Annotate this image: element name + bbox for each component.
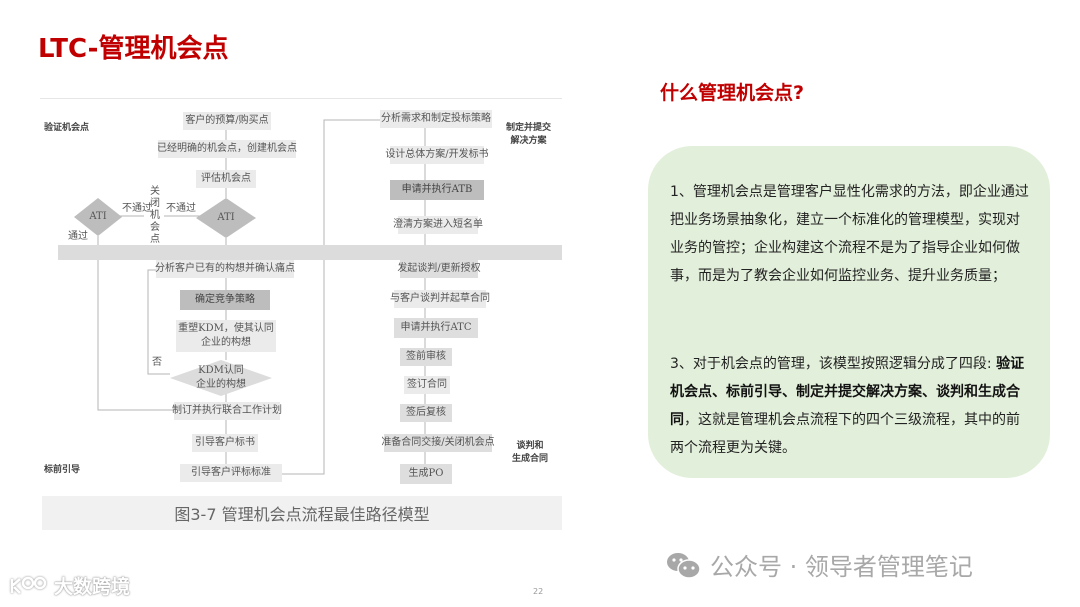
decision-ati-left-label: ATI	[89, 211, 107, 222]
flowchart-diagram: 验证机会点 标前引导 制定并提交 解决方案 谈判和 生成合同 客户的预算/购买点…	[40, 98, 562, 530]
para3-suffix: ，这就是管理机会点流程下的四个三级流程，其中的前两个流程更为关键。	[670, 412, 1020, 456]
decision-kdm-line1: KDM认同	[198, 365, 244, 376]
stage-label-solution-line2: 解决方案	[510, 136, 547, 146]
decision-kdm-line2: 企业的构想	[196, 379, 246, 390]
para3-prefix: 3、对于机会点的管理，该模型按照逻辑分成了四段:	[670, 356, 997, 372]
decision-ati-right: ATI	[196, 198, 256, 238]
step-reshape-kdm-line1: 重塑KDM，使其认同	[178, 323, 274, 334]
step-atc: 申请并执行ATC	[394, 318, 478, 338]
step-atb: 申请并执行ATB	[390, 180, 484, 200]
step-analyze-customer: 分析客户已有的构想并确认痛点	[155, 260, 295, 278]
label-pass: 通过	[68, 231, 88, 242]
decision-ati-left: ATI	[74, 198, 122, 236]
explanation-card: 1、管理机会点是管理客户显性化需求的方法，即企业通过把业务场景抽象化，建立一个标…	[648, 146, 1050, 478]
step-competitive-strategy: 确定竞争策略	[180, 290, 270, 310]
step-joint-plan: 制订并执行联合工作计划	[172, 402, 282, 420]
watermark-right: 公众号 · 领导者管理笔记	[664, 547, 973, 582]
stage-label-negotiate-line1: 谈判和	[516, 441, 544, 451]
logo-icon	[10, 576, 47, 594]
slide-title: LTC-管理机会点	[38, 34, 229, 64]
step-sign-contract: 签订合同	[404, 376, 450, 394]
stage-label-negotiate: 谈判和 生成合同	[512, 440, 548, 466]
step-pre-review: 签前审核	[400, 348, 452, 366]
step-draft-contract: 与客户谈判并起草合同	[390, 290, 490, 308]
explanation-paragraph-3: 3、对于机会点的管理，该模型按照逻辑分成了四段: 验证机会点、标前引导、制定并提…	[670, 350, 1030, 462]
stage-label-solution: 制定并提交 解决方案	[506, 122, 551, 148]
explanation-paragraph-1: 1、管理机会点是管理客户显性化需求的方法，即企业通过把业务场景抽象化，建立一个标…	[670, 184, 1029, 284]
watermark-right-text: 公众号 · 领导者管理笔记	[710, 553, 973, 581]
close-char: 点	[150, 234, 160, 245]
wechat-icon	[667, 552, 701, 579]
watermark-left: 大数跨境	[8, 572, 130, 599]
close-char: 关	[150, 186, 160, 197]
stage-label-negotiate-line2: 生成合同	[512, 454, 549, 464]
watermark-left-text: 大数跨境	[54, 576, 131, 598]
step-generate-po: 生成PO	[400, 464, 452, 484]
close-char: 机	[150, 210, 160, 221]
decision-kdm-label: KDM认同 企业的构想	[196, 364, 246, 392]
explanation-heading: 什么管理机会点?	[660, 82, 805, 104]
step-shortlist: 澄清方案进入短名单	[393, 216, 483, 234]
step-evaluate: 评估机会点	[196, 170, 256, 188]
step-initiate-negotiation: 发起谈判/更新授权	[397, 260, 481, 278]
label-fail-right: 不通过	[166, 203, 196, 214]
step-reshape-kdm-line2: 企业的构想	[201, 337, 251, 348]
step-guide-bid: 引导客户标书	[192, 434, 258, 452]
decision-kdm: KDM认同 企业的构想	[170, 360, 272, 396]
step-create-opportunity: 已经明确的机会点，创建机会点	[157, 140, 297, 158]
step-design-solution: 设计总体方案/开发标书	[385, 146, 489, 164]
para3-bold-stages: 验证机会点、标前引导、制定并提交解决方案、谈判和生成合同	[670, 356, 1025, 428]
page-number: 22	[533, 587, 544, 596]
divider	[40, 98, 562, 99]
step-reshape-kdm: 重塑KDM，使其认同 企业的构想	[176, 320, 276, 352]
step-post-review: 签后复核	[400, 404, 452, 422]
label-fail-left: 不通过	[122, 203, 152, 214]
figure-caption: 图3-7 管理机会点流程最佳路径模型	[42, 496, 562, 530]
step-handover: 准备合同交接/关闭机会点	[381, 434, 495, 452]
stage-label-verify: 验证机会点	[44, 123, 90, 133]
close-char: 会	[150, 222, 160, 233]
stage-label-solution-line1: 制定并提交	[506, 123, 552, 133]
step-analyze-requirements: 分析需求和制定投标策略	[380, 110, 492, 128]
decision-ati-right-label: ATI	[217, 212, 235, 223]
label-close-opportunity: 关 闭 机 会 点	[150, 186, 162, 246]
stage-label-pre-bid: 标前引导	[44, 465, 81, 475]
label-no: 否	[152, 357, 162, 368]
step-guide-criteria: 引导客户评标标准	[180, 464, 282, 482]
step-budget: 客户的预算/购买点	[183, 112, 271, 130]
stage-separator-band	[58, 245, 562, 260]
close-char: 闭	[150, 198, 160, 209]
flowchart-connectors	[97, 119, 426, 475]
